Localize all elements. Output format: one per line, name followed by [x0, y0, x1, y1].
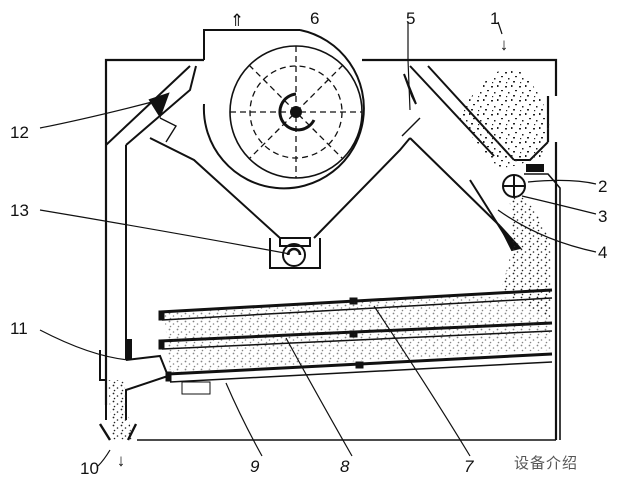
hopper [149, 137, 411, 269]
watermark-text: 设备介绍 [514, 454, 579, 472]
falling-stream [500, 196, 552, 320]
discharge-down-arrow: ↓ [117, 451, 126, 470]
callout-2: 2 [598, 177, 607, 196]
callout-5: 5 [406, 9, 415, 28]
callout-8: 8 [340, 457, 350, 476]
discharge-material [108, 380, 132, 440]
callout-1: 1 [490, 9, 499, 28]
callout-7: 7 [464, 457, 474, 476]
callout-13: 13 [10, 201, 29, 220]
callout-12: 12 [10, 123, 29, 142]
fan-housing [202, 29, 365, 190]
leader-lines [39, 21, 597, 467]
feed-material [458, 70, 552, 170]
deck-material [164, 296, 552, 372]
callout-10: 10 [80, 459, 99, 478]
callout-6: 6 [310, 9, 319, 28]
outlet-up-arrow: ⇑ [230, 11, 244, 30]
callout-11: 11 [10, 319, 28, 338]
callout-4: 4 [598, 243, 607, 262]
callout-3: 3 [598, 207, 607, 226]
left-baffle [105, 65, 197, 350]
feed-down-arrow: ↓ [500, 35, 509, 54]
callout-9: 9 [250, 457, 260, 476]
